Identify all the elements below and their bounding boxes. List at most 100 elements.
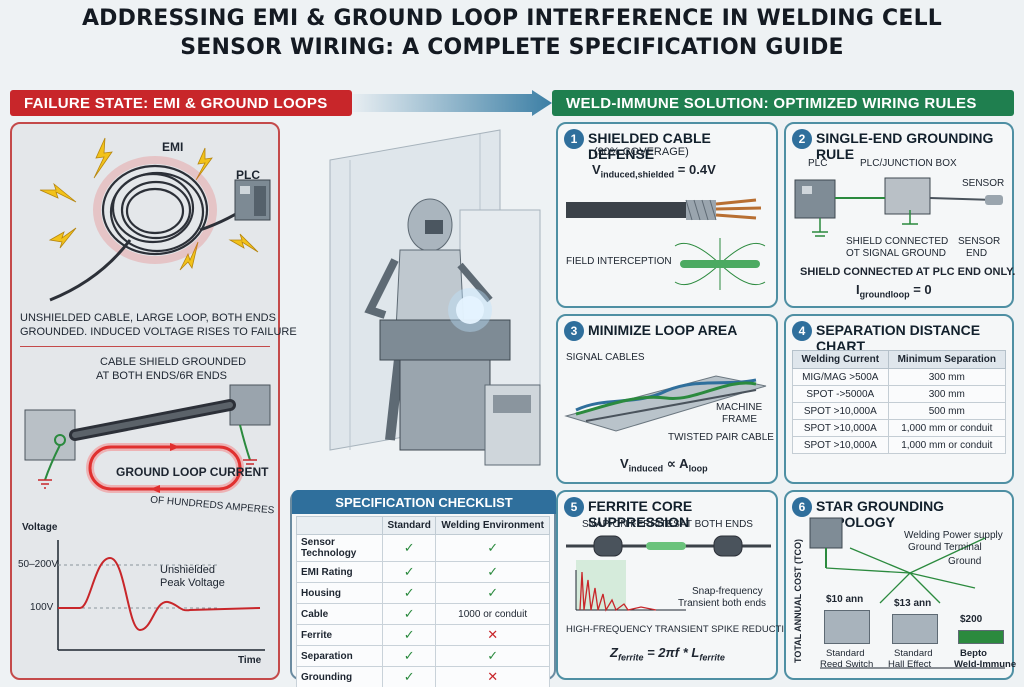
check-icon: ✓ [381, 582, 437, 604]
panel-6-note-2: Ground Terminal [908, 542, 982, 553]
panel-6-number: 6 [792, 497, 812, 517]
formula-v: V [592, 162, 601, 177]
panel-3-frame-2: FRAME [722, 414, 757, 425]
checklist-item-name: Housing [296, 582, 383, 604]
check-icon: ✓ [381, 645, 437, 667]
shield-caption-1: CABLE SHIELD GROUNDED [100, 356, 247, 368]
sep-cell: 500 mm [887, 402, 1007, 420]
tco-bar [824, 610, 870, 644]
tco-bar-name: Standard [894, 648, 933, 659]
formula-mid: = 2πf * L [643, 645, 700, 660]
check-icon: ✓ [435, 645, 550, 667]
checklist-item-name: EMI Rating [296, 561, 383, 583]
checklist-row: Sensor Technology✓✓ [296, 534, 550, 562]
checklist-row: Separation✓✓ [296, 645, 550, 667]
checklist-item-name: Separation [296, 645, 383, 667]
ground-loop-current-label: GROUND LOOP CURRENT [116, 465, 269, 479]
sep-cell: SPOT ->5000A [792, 385, 889, 403]
panel-3-title: MINIMIZE LOOP AREA [588, 322, 738, 338]
graph-annotation-1: Unshielded [160, 564, 216, 576]
title-line-2: SENSOR WIRING: A COMPLETE SPECIFICATION … [180, 35, 844, 60]
shielded-cable-icon [566, 198, 762, 221]
tco-bar [892, 614, 938, 644]
panel-5-note-2: Transient both ends [678, 598, 767, 609]
panel-6-y-axis: TOTAL ANNUAL COST (TCO) [793, 539, 803, 663]
page-title: ADDRESSING EMI & GROUND LOOP INTERFERENC… [0, 4, 1024, 62]
check-icon: ✓ [381, 603, 437, 625]
check-icon: ✓ [435, 561, 550, 583]
checklist-item-name: Sensor Technology [296, 534, 383, 562]
check-icon: ✓ [381, 561, 437, 583]
cross-icon: ✕ [435, 624, 550, 646]
graph-annotation-2: Peak Voltage [160, 577, 225, 589]
check-icon: ✓ [381, 666, 437, 687]
panel-1-title: SHIELDED CABLE DEFENSE [588, 130, 711, 162]
panel-5-reduction: HIGH-FREQUENCY TRANSIENT SPIKE REDUCTION [566, 624, 799, 635]
chk-header-welding: Welding Environment [435, 516, 550, 535]
formula-rest: = 0.4V [674, 162, 716, 177]
panel-3-signal: SIGNAL CABLES [566, 352, 645, 363]
panel-2-plc: PLC [808, 158, 828, 169]
checklist-item-name: Ferrite [296, 624, 383, 646]
ground-loop-illustration [24, 384, 271, 493]
checklist-title: SPECIFICATION CHECKLIST [292, 490, 556, 514]
panel-3-formula: Vinduced ∝ Aloop [620, 456, 708, 474]
tco-bar [958, 630, 1004, 644]
checklist-item-name: Cable [296, 603, 383, 625]
coil-cable-illustration [39, 137, 271, 302]
plc-cabinet-icon [234, 179, 271, 221]
panel-5-title: FERRITE CORE SUPPRESSION [588, 498, 693, 530]
panel-2-rule: SHIELD CONNECTED AT PLC END ONLY. [800, 266, 1016, 278]
sep-cell: SPOT >10,000A [792, 436, 889, 454]
field-interception-label: FIELD INTERCEPTION [566, 256, 672, 267]
emi-label: EMI [162, 140, 184, 154]
check-icon: ✓ [381, 624, 437, 646]
panel-2-number: 2 [792, 129, 812, 149]
plc-label: PLC [236, 168, 260, 182]
panel-3-number: 3 [564, 321, 584, 341]
sensor-end-1: SENSOR [958, 236, 1001, 247]
coil-caption-1: UNSHIELDED CABLE, LARGE LOOP, BOTH ENDS [20, 312, 276, 324]
shield-connected-2: OT SIGNAL GROUND [846, 248, 947, 259]
panel-5-note-1: Snap-frequency [692, 586, 763, 597]
tco-bar-name: Hall Effect [888, 659, 932, 670]
panel-2-junction: PLC/JUNCTION BOX [860, 158, 957, 169]
sep-cell: 1,000 mm or conduit [887, 419, 1007, 437]
checklist-row: Cable✓1000 or conduit [296, 603, 550, 625]
checklist-row: Grounding✓✕ [296, 666, 550, 687]
formula-z: Z [610, 645, 618, 660]
formula-i: I [856, 282, 860, 297]
twisted-pair-illustration [564, 375, 767, 432]
checklist-row: Ferrite✓✕ [296, 624, 550, 646]
tco-bar-value: $200 [960, 614, 983, 625]
panel-5-formula: Zferrite = 2πf * Lferrite [610, 645, 725, 663]
formula-sub: ferrite [617, 652, 644, 663]
sensor-end-2: END [966, 248, 988, 259]
tco-bar-name: Standard [826, 648, 865, 659]
sep-cell: MIG/MAG >500A [792, 368, 889, 386]
formula-sub: induced,shielded [600, 169, 675, 180]
transition-arrow-icon [352, 90, 552, 116]
panel-5-both: AT BOTH ENDS [680, 519, 753, 530]
tco-bar-value: $13 ann [894, 598, 932, 609]
tco-bar-name: Reed Switch [820, 659, 874, 670]
panel-6-note-1: Welding Power supply [904, 530, 1003, 541]
checklist-weld-text: 1000 or conduit [435, 603, 550, 625]
tco-bar-name: Bepto [960, 648, 987, 659]
checklist-table: Standard Welding Environment Sensor Tech… [296, 516, 550, 687]
panel-1-number: 1 [564, 129, 584, 149]
checklist-item-name: Grounding [296, 666, 383, 687]
checklist-row: EMI Rating✓✓ [296, 561, 550, 583]
panel-2-formula: Igroundloop = 0 [856, 282, 932, 300]
graph-tick-low: 100V [30, 602, 54, 613]
sep-cell: SPOT >10,000A [792, 419, 889, 437]
formula-sub: induced [628, 463, 664, 474]
welding-cell-illustration [329, 129, 541, 466]
single-end-grounding-diagram [794, 177, 1003, 237]
graph-x-label: Time [238, 655, 262, 666]
panel-2-sensor: SENSOR [962, 178, 1005, 189]
formula-sub-2: ferrite [699, 652, 725, 663]
